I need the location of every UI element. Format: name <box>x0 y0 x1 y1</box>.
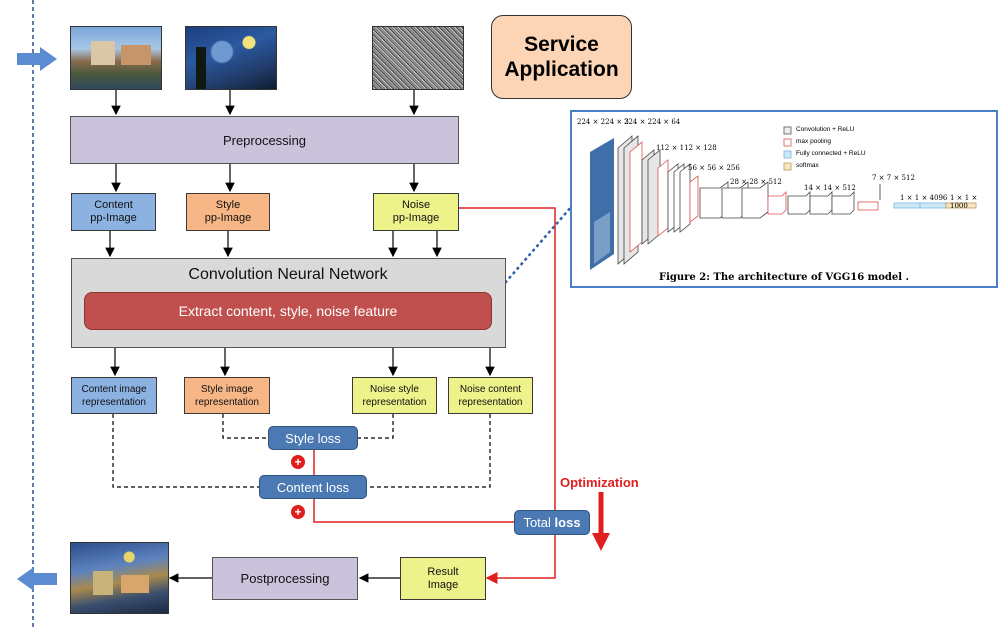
vgg-dim-label: 7 × 7 × 512 <box>872 174 915 182</box>
content-pp-line1: Content <box>94 199 133 211</box>
extract-feature-bar: Extract content, style, noise feature <box>84 292 492 330</box>
content-rep-line2: representation <box>82 396 146 408</box>
style-pp-line2: pp-Image <box>204 212 252 224</box>
style-rep-line1: Style image <box>200 383 254 395</box>
cnn-box: Convolution Neural Network Extract conte… <box>71 258 506 348</box>
postprocessing-label: Postprocessing <box>240 571 330 586</box>
vgg-caption: Figure 2: The architecture of VGG16 mode… <box>659 272 909 283</box>
noise-input-image <box>372 26 464 90</box>
total-loss-prefix: Total <box>523 515 555 530</box>
noise-content-representation-box: Noise content representation <box>448 377 533 414</box>
style-representation-box: Style image representation <box>184 377 270 414</box>
total-loss-bold: loss <box>554 515 581 530</box>
vgg-dim-label: 1 × 1 × 1000 <box>950 194 978 210</box>
service-application-line2: Application <box>504 58 619 81</box>
vgg16-panel: 224 × 224 × 3 224 × 224 × 64 112 × 112 ×… <box>570 110 998 288</box>
plus-sign-2: + <box>294 505 302 519</box>
preprocessing-label: Preprocessing <box>222 132 307 148</box>
vgg-legend-label: Convolution + ReLU <box>796 126 855 133</box>
content-input-image <box>70 26 162 90</box>
style-rep-line2: representation <box>195 396 259 408</box>
noise-style-representation-box: Noise style representation <box>352 377 437 414</box>
style-loss-pill: Style loss <box>268 426 358 450</box>
content-loss-label: Content loss <box>276 479 350 495</box>
preprocessing-box: Preprocessing <box>70 116 459 164</box>
noise-style-rep-line1: Noise style <box>370 383 419 395</box>
vgg-legend-label: max pooling <box>796 138 832 145</box>
service-application-box: Service Application <box>491 15 632 99</box>
content-loss-pill: Content loss <box>259 475 367 499</box>
output-stylized-image <box>70 542 169 614</box>
service-application-line1: Service <box>524 33 599 56</box>
content-rep-line1: Content image <box>81 383 147 395</box>
result-image-box: Result Image <box>400 557 486 600</box>
vgg-dim-label: 56 × 56 × 256 <box>688 164 740 172</box>
result-image-line2: Image <box>427 578 459 591</box>
style-pp-image-box: Style pp-Image <box>186 193 270 231</box>
extract-feature-label: Extract content, style, noise feature <box>178 303 398 319</box>
total-loss-pill: Total loss <box>514 510 590 535</box>
vgg-dim-label: 224 × 224 × 3 <box>577 118 629 126</box>
plus-icon: + <box>291 505 305 519</box>
noise-content-rep-line1: Noise content <box>459 383 522 395</box>
vgg16-architecture-diagram <box>590 126 977 270</box>
style-loss-label: Style loss <box>285 430 341 446</box>
style-pp-line1: Style <box>215 199 241 211</box>
plus-sign-1: + <box>294 455 302 469</box>
vgg-dim-label: 1 × 1 × 4096 <box>900 194 948 202</box>
result-image-line1: Result <box>427 565 459 578</box>
noise-pp-line1: Noise <box>401 199 431 211</box>
plus-icon: + <box>291 455 305 469</box>
content-representation-box: Content image representation <box>71 377 157 414</box>
optimization-label: Optimization <box>560 475 639 490</box>
postprocessing-box: Postprocessing <box>212 557 358 600</box>
content-pp-line2: pp-Image <box>90 212 137 224</box>
style-input-image <box>185 26 277 90</box>
noise-content-rep-line2: representation <box>458 396 523 408</box>
vgg-dim-label: 224 × 224 × 64 <box>624 118 681 126</box>
vgg-dim-label: 112 × 112 × 128 <box>656 144 717 152</box>
noise-style-rep-line2: representation <box>362 396 427 408</box>
content-pp-image-box: Content pp-Image <box>71 193 156 231</box>
vgg-dim-label: 28 × 28 × 512 <box>730 178 782 186</box>
vgg-legend-label: softmax <box>796 162 819 169</box>
noise-pp-line2: pp-Image <box>392 212 440 224</box>
cnn-title: Convolution Neural Network <box>188 266 388 283</box>
vgg-legend-label: Fully connected + ReLU <box>796 150 866 157</box>
vgg-dim-label: 14 × 14 × 512 <box>804 184 856 192</box>
noise-pp-image-box: Noise pp-Image <box>373 193 459 231</box>
